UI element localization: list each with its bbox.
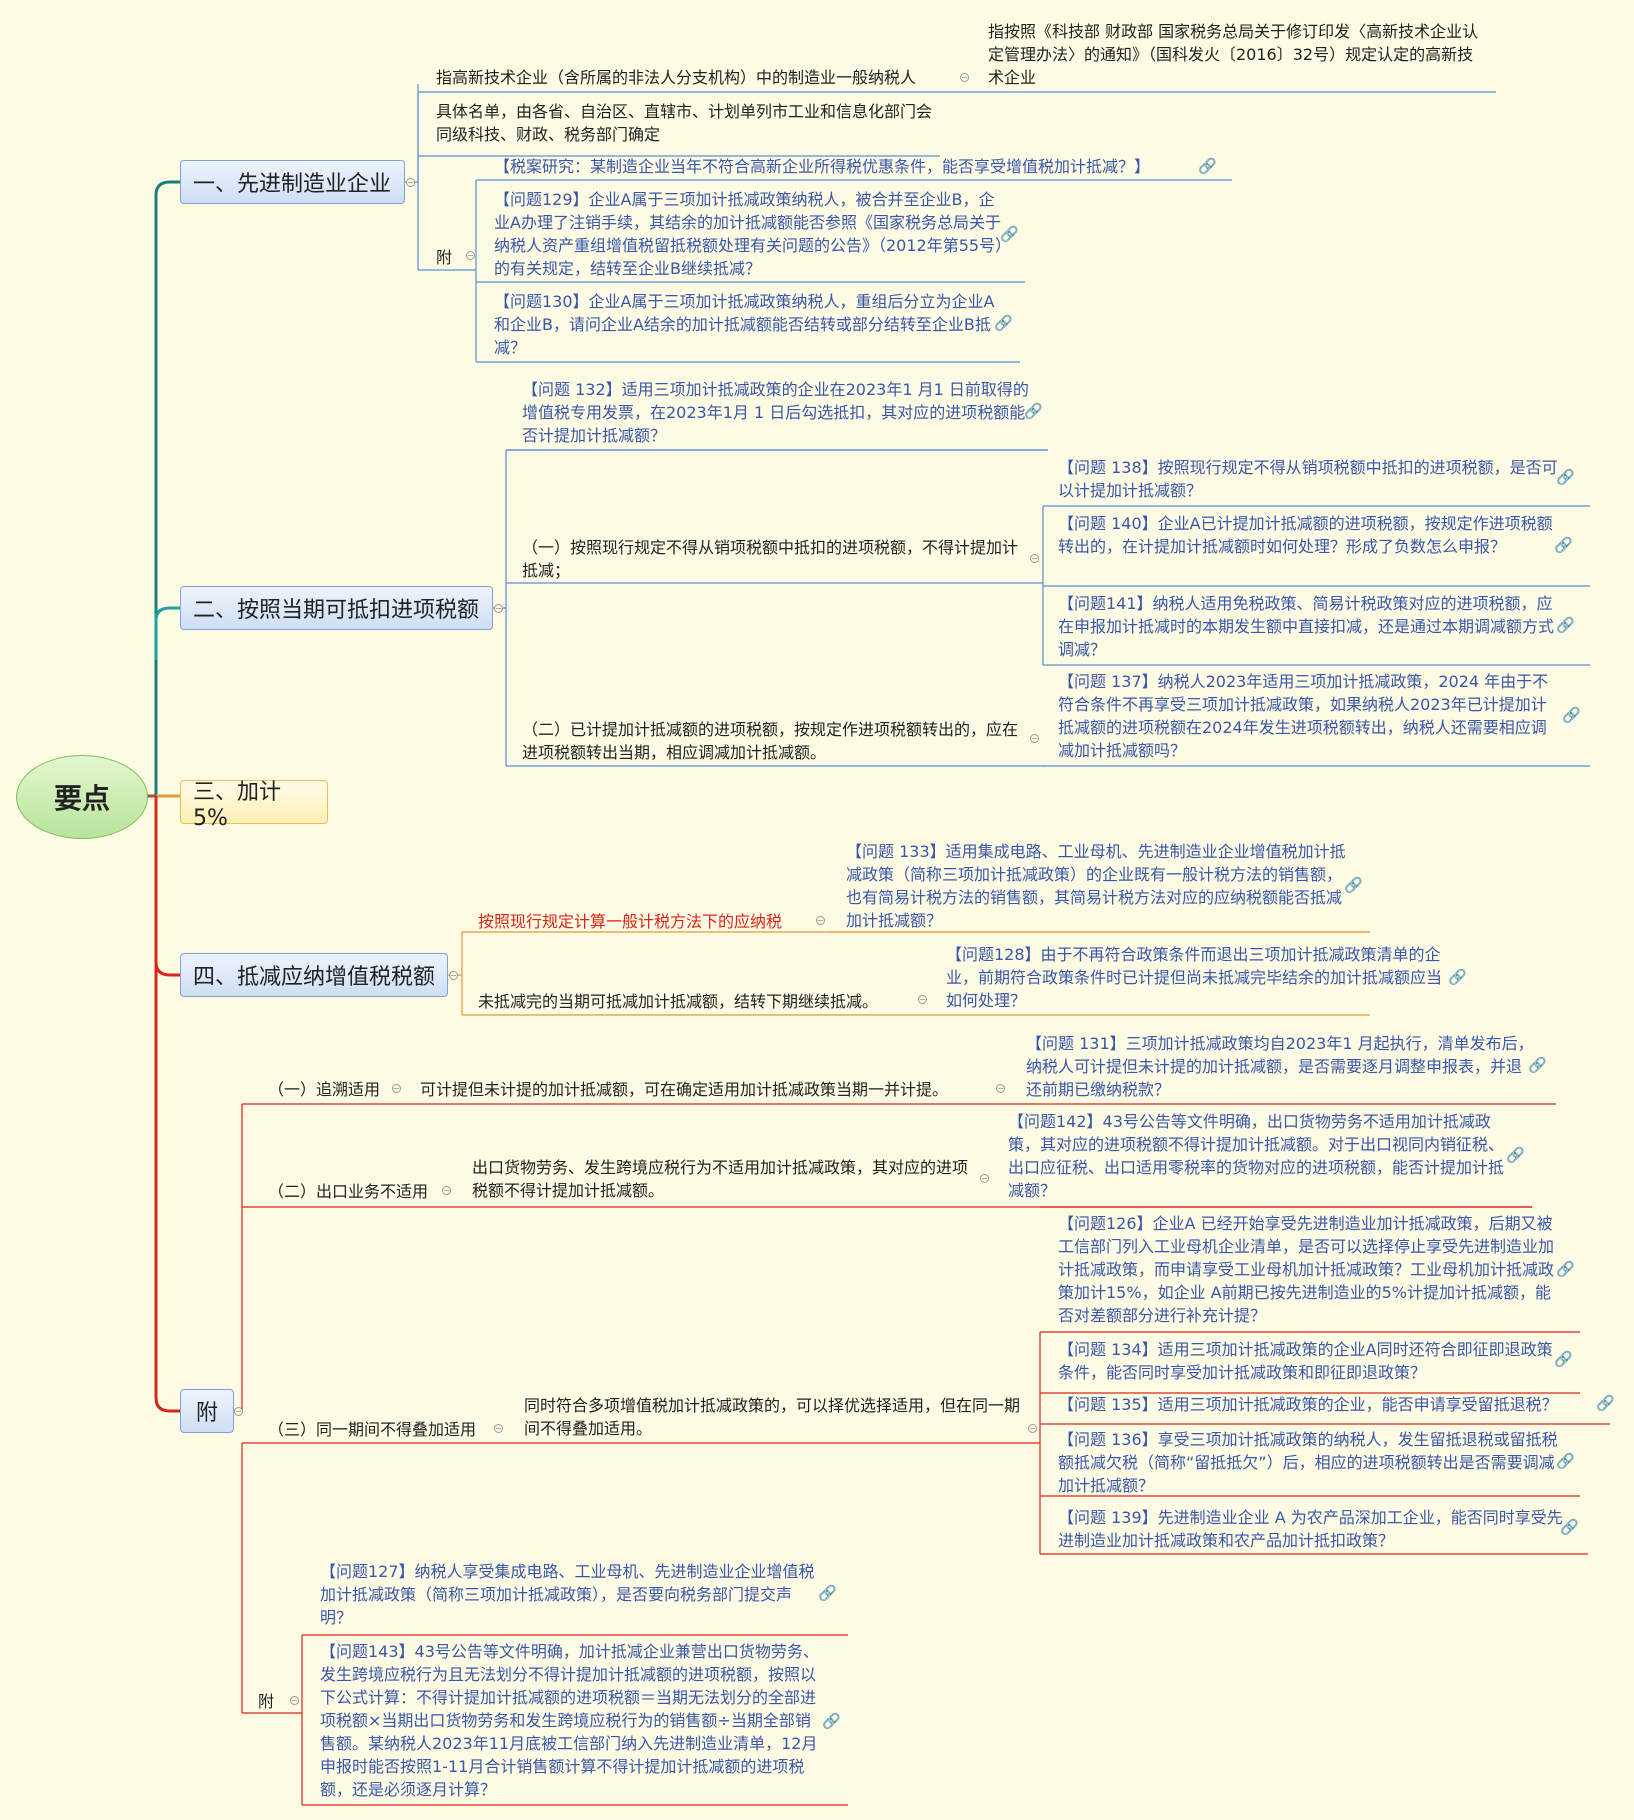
b5-question-131[interactable]: 【问题 131】三项加计抵减政策均自2023年1 月起执行，清单发布后，纳税人可…: [1026, 1034, 1534, 1099]
b1-definition-detail: 指按照《科技部 财政部 国家税务总局关于修订印发〈高新技术企业认定管理办法〉的通…: [988, 22, 1479, 87]
b1-appendix-label: 附: [436, 248, 453, 267]
link-icon[interactable]: 🔗: [822, 1712, 841, 1730]
link-icon[interactable]: 🔗: [1556, 468, 1575, 486]
b1-list-note: 具体名单，由各省、自治区、直辖市、计划单列市工业和信息化部门会同级科技、财政、税…: [436, 102, 933, 144]
b4-question-128[interactable]: 【问题128】由于不再符合政策条件而退出三项加计抵减政策清单的企业，前期符合政策…: [946, 945, 1443, 1010]
collapse-toggle[interactable]: −: [494, 1424, 503, 1433]
link-icon[interactable]: 🔗: [1000, 225, 1019, 243]
link-icon[interactable]: 🔗: [1344, 876, 1363, 894]
branch-deductible-input-tax[interactable]: 二、按照当期可抵扣进项税额: [180, 586, 493, 630]
collapse-toggle[interactable]: −: [290, 1696, 299, 1705]
link-icon[interactable]: 🔗: [1198, 157, 1217, 175]
link-icon[interactable]: 🔗: [1554, 536, 1573, 554]
b1-case-study-link[interactable]: 【税案研究：某制造企业当年不符合高新企业所得税优惠条件，能否享受增值税加计抵减？…: [494, 157, 1151, 176]
b4-rule-1: 按照现行规定计算一般计税方法下的应纳税: [478, 912, 783, 931]
link-icon[interactable]: 🔗: [818, 1584, 837, 1602]
collapse-toggle[interactable]: −: [960, 73, 969, 82]
collapse-toggle[interactable]: −: [234, 1407, 243, 1416]
branch-offset-vat[interactable]: 四、抵减应纳增值税税额: [180, 953, 448, 997]
b5-question-142[interactable]: 【问题142】43号公告等文件明确，出口货物劳务不适用加计抵减政策，其对应的进项…: [1008, 1112, 1505, 1200]
b4-question-133[interactable]: 【问题 133】适用集成电路、工业母机、先进制造业企业增值税加计抵减政策（简称三…: [846, 842, 1346, 930]
b5-retroactive-rule: 可计提但未计提的加计抵减额，可在确定适用加计抵减政策当期一并计提。: [420, 1080, 949, 1099]
b5-question-143[interactable]: 【问题143】43号公告等文件明确，加计抵减企业兼营出口货物劳务、发生跨境应税行…: [320, 1642, 819, 1799]
link-icon[interactable]: 🔗: [1560, 1518, 1579, 1536]
b2-question-138[interactable]: 【问题 138】按照现行规定不得从销项税额中抵扣的进项税额，是否可以计提加计抵减…: [1058, 458, 1558, 500]
b1-question-130[interactable]: 【问题130】企业A属于三项加计抵减政策纳税人，重组后分立为企业A和企业B，请问…: [494, 292, 995, 357]
branch-appendix[interactable]: 附: [180, 1389, 234, 1433]
b5-question-134[interactable]: 【问题 134】适用三项加计抵减政策的企业A同时还符合即征即退政策条件，能否同时…: [1058, 1340, 1553, 1382]
b5-export-rule: 出口货物劳务、发生跨境应税行为不适用加计抵减政策，其对应的进项税额不得计提加计抵…: [472, 1158, 969, 1200]
collapse-toggle[interactable]: −: [980, 1174, 989, 1183]
b2-question-141[interactable]: 【问题141】纳税人适用免税政策、简易计税政策对应的进项税额，应在申报加计抵减时…: [1058, 594, 1555, 659]
link-icon[interactable]: 🔗: [1556, 616, 1575, 634]
collapse-toggle[interactable]: −: [466, 251, 475, 260]
collapse-toggle[interactable]: −: [494, 604, 503, 613]
link-icon[interactable]: 🔗: [1506, 1146, 1525, 1164]
b5-sub-no-stacking: （三）同一期间不得叠加适用: [268, 1420, 477, 1439]
b5-appendix-label: 附: [258, 1692, 275, 1711]
root-node[interactable]: 要点: [16, 755, 148, 839]
collapse-toggle[interactable]: −: [918, 995, 927, 1004]
b5-question-135[interactable]: 【问题 135】适用三项加计抵减政策的企业，能否申请享受留抵退税？: [1058, 1395, 1558, 1414]
b5-sub-export: （二）出口业务不适用: [268, 1182, 429, 1201]
b2-rule-2: （二）已计提加计抵减额的进项税额，按规定作进项税额转出的，应在进项税额转出当期，…: [522, 720, 1019, 762]
b2-question-132[interactable]: 【问题 132】适用三项加计抵减政策的企业在2023年1 月1 日前取得的增值税…: [522, 380, 1029, 445]
b5-question-127[interactable]: 【问题127】纳税人享受集成电路、工业母机、先进制造业企业增值税加计抵减政策（简…: [320, 1562, 815, 1627]
collapse-toggle[interactable]: −: [449, 971, 458, 980]
link-icon[interactable]: 🔗: [1554, 1350, 1573, 1368]
link-icon[interactable]: 🔗: [1528, 1056, 1547, 1074]
collapse-toggle[interactable]: −: [406, 178, 415, 187]
collapse-toggle[interactable]: −: [392, 1084, 401, 1093]
b5-question-136[interactable]: 【问题 136】享受三项加计抵减政策的纳税人，发生留抵退税或留抵税额抵减欠税（简…: [1058, 1430, 1558, 1495]
collapse-toggle[interactable]: −: [816, 916, 825, 925]
b5-question-139[interactable]: 【问题 139】先进制造业企业 A 为农产品深加工企业，能否同时享受先进制造业加…: [1058, 1508, 1563, 1550]
link-icon[interactable]: 🔗: [1556, 1452, 1575, 1470]
b2-rule-1: （一）按照现行规定不得从销项税额中抵扣的进项税额，不得计提加计抵减；: [522, 538, 1019, 580]
collapse-toggle[interactable]: −: [996, 1084, 1005, 1093]
link-icon[interactable]: 🔗: [1024, 402, 1043, 420]
link-icon[interactable]: 🔗: [1448, 968, 1467, 986]
b4-rule-2: 未抵减完的当期可抵减加计抵减额，结转下期继续抵减。: [478, 992, 879, 1011]
collapse-toggle[interactable]: −: [1030, 734, 1039, 743]
b2-question-140[interactable]: 【问题 140】企业A已计提加计抵减额的进项税额，按规定作进项税额转出的，在计提…: [1058, 514, 1553, 556]
link-icon[interactable]: 🔗: [1596, 1394, 1615, 1412]
link-icon[interactable]: 🔗: [1562, 706, 1581, 724]
link-icon[interactable]: 🔗: [994, 314, 1013, 332]
b5-question-126[interactable]: 【问题126】企业A 已经开始享受先进制造业加计抵减政策，后期又被工信部门列入工…: [1058, 1214, 1555, 1325]
b1-definition: 指高新技术企业（含所属的非法人分支机构）中的制造业一般纳税人: [436, 68, 917, 87]
b2-question-137[interactable]: 【问题 137】纳税人2023年适用三项加计抵减政策，2024 年由于不符合条件…: [1058, 672, 1549, 760]
branch-plus-5-percent[interactable]: 三、加计5%: [180, 780, 328, 831]
b5-sub-retroactive: （一）追溯适用: [268, 1080, 381, 1099]
branch-advanced-manufacturing[interactable]: 一、先进制造业企业: [180, 160, 405, 204]
link-icon[interactable]: 🔗: [1556, 1260, 1575, 1278]
collapse-toggle[interactable]: −: [1028, 1424, 1037, 1433]
collapse-toggle[interactable]: −: [442, 1186, 451, 1195]
b1-question-129[interactable]: 【问题129】企业A属于三项加计抵减政策纳税人，被合并至企业B，企业A办理了注销…: [494, 190, 1004, 278]
b5-no-stacking-rule: 同时符合多项增值税加计抵减政策的，可以择优选择适用，但在同一期间不得叠加适用。: [524, 1396, 1021, 1438]
collapse-toggle[interactable]: −: [1030, 554, 1039, 563]
